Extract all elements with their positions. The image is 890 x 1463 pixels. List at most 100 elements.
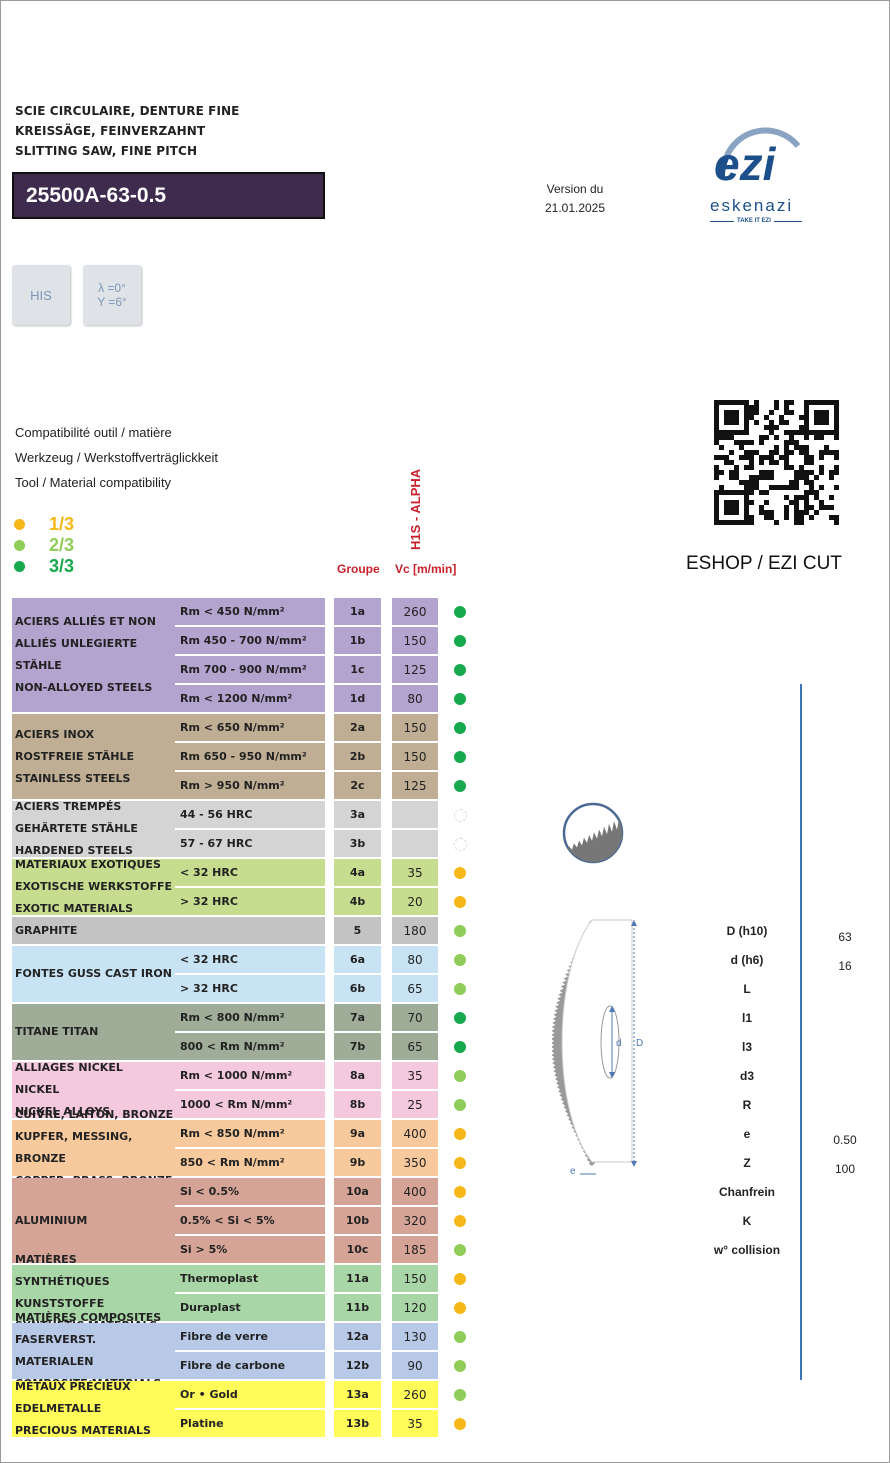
material-group-label-line: HARDENED STEELS <box>15 844 133 857</box>
material-group-label-line: MÉTAUX PRÉCIEUX <box>15 1380 131 1393</box>
group-code: 7a <box>334 1004 381 1033</box>
compatibility-dot <box>454 1302 466 1314</box>
material-group-label-line: ACIERS TREMPÉS <box>15 800 122 813</box>
compatibility-dot <box>454 1360 466 1372</box>
company-logo: ezi eskenazi TAKE IT EZI <box>700 108 812 234</box>
cutting-speed: 320 <box>392 1207 438 1236</box>
material-group-label: ACIERS INOX ROSTFREIE STÄHLE STAINLESS STE… <box>12 714 175 801</box>
group-code: 1a <box>334 598 381 627</box>
compatibility-dot <box>454 1070 466 1082</box>
material-condition: Rm < 1200 N/mm² <box>175 685 325 714</box>
legend-label-2: 2/3 <box>49 535 75 555</box>
compatibility-dot <box>454 1273 466 1285</box>
eshop-label: ESHOP / EZI CUT <box>686 553 842 574</box>
material-group-label-line: ROSTFREIE STÄHLE <box>15 749 134 763</box>
compatibility-dot <box>454 1041 466 1053</box>
legend-dot-1 <box>14 519 25 530</box>
group-code: 11a <box>334 1265 381 1294</box>
title-line-de: KREISSÄGE, FEINVERZAHNT <box>15 124 206 138</box>
spec-label: d (h6) <box>730 953 764 967</box>
cutting-speed <box>392 830 438 859</box>
cutting-speed: 20 <box>392 888 438 917</box>
qr-code <box>714 400 842 537</box>
material-group-label: FONTES GUSS CAST IRON <box>12 946 175 1004</box>
material-condition: Rm > 950 N/mm² <box>175 772 325 801</box>
compatibility-dot <box>454 780 466 792</box>
compatibility-dot <box>454 838 467 851</box>
material-group-label-line: EDELMETALLE <box>15 1402 102 1415</box>
qr-code-image <box>714 400 839 525</box>
tooth-detail-image <box>562 800 626 871</box>
group-code: 2a <box>334 714 381 743</box>
material-condition: Rm 450 - 700 N/mm² <box>175 627 325 656</box>
material-group-label-line: FASERVERST. MATERIALEN <box>15 1333 97 1368</box>
material-group-label-line: ACIERS INOX <box>15 727 95 741</box>
angle-chip-lambda: λ =0° <box>98 281 126 295</box>
cutting-speed: 150 <box>392 714 438 743</box>
group-code: 2b <box>334 743 381 772</box>
material-group-label-line: EXOTIC MATERIALS <box>15 902 134 915</box>
compatibility-dot <box>454 1186 466 1198</box>
material-condition: Rm 650 - 950 N/mm² <box>175 743 325 772</box>
angle-chip: λ =0° Y =6° <box>83 265 141 325</box>
cutting-speed: 260 <box>392 598 438 627</box>
material-condition: Rm < 1000 N/mm² <box>175 1062 325 1091</box>
group-code: 10a <box>334 1178 381 1207</box>
material-group-label: MATIÈRES COMPOSITES FASERVERST. MATERIALE… <box>12 1311 175 1390</box>
group-code: 3b <box>334 830 381 859</box>
svg-text:d: d <box>616 1038 622 1049</box>
group-code: 11b <box>334 1294 381 1323</box>
compatibility-dot <box>454 664 466 676</box>
group-code: 3a <box>334 801 381 830</box>
material-condition: Or • Gold <box>175 1381 325 1410</box>
material-group-label-line: KUNSTSTOFFE <box>15 1297 105 1310</box>
group-code: 6b <box>334 975 381 1004</box>
group-code: 2c <box>334 772 381 801</box>
material-group-label-line: NON-ALLOYED STEELS <box>15 681 153 694</box>
material-condition: Fibre de carbone <box>175 1352 325 1381</box>
spec-label: w° collision <box>713 1243 781 1257</box>
material-group-label: ALUMINIUM <box>12 1178 175 1265</box>
compatibility-dot <box>454 809 467 822</box>
material-condition: 800 < Rm N/mm² <box>175 1033 325 1062</box>
compatibility-dot <box>454 1418 466 1430</box>
svg-text:e: e <box>570 1166 576 1177</box>
material-condition: Rm < 850 N/mm² <box>175 1120 325 1149</box>
cutting-speed: 35 <box>392 1410 438 1439</box>
material-group-label-line: NICKEL ALLOYS <box>15 1105 111 1118</box>
group-code: 4a <box>334 859 381 888</box>
compatibility-dot <box>454 1128 466 1140</box>
compatibility-dot <box>454 606 466 618</box>
svg-text:D: D <box>636 1038 643 1049</box>
group-code: 6a <box>334 946 381 975</box>
material-condition: > 32 HRC <box>175 975 325 1004</box>
compatibility-dot <box>454 751 466 763</box>
logo-company: eskenazi <box>710 196 794 215</box>
material-group-label-line: MATIÈRES COMPOSITES <box>15 1311 162 1324</box>
legend-label-1: 1/3 <box>49 514 75 534</box>
cutting-speed: 125 <box>392 656 438 685</box>
cutting-speed: 400 <box>392 1178 438 1207</box>
material-group-label-line: STAINLESS STEELS <box>15 771 131 785</box>
material-condition: Thermoplast <box>175 1265 325 1294</box>
cutting-speed: 35 <box>392 859 438 888</box>
group-code: 5 <box>334 917 381 946</box>
spec-label: L <box>743 982 751 996</box>
group-column-title: Groupe <box>337 562 380 576</box>
material-condition: Si > 5% <box>175 1236 325 1265</box>
cutting-speed: 260 <box>392 1381 438 1410</box>
version-label: Version du <box>546 182 604 196</box>
cutting-speed: 25 <box>392 1091 438 1120</box>
material-condition: 44 - 56 HRC <box>175 801 325 830</box>
spec-label: d3 <box>739 1069 754 1083</box>
legend-label-3: 3/3 <box>49 556 75 576</box>
compatibility-dot <box>454 1244 466 1256</box>
legend-dot-3 <box>14 561 25 572</box>
group-code: 1c <box>334 656 381 685</box>
compatibility-dot <box>454 1012 466 1024</box>
angle-chip-gamma: Y =6° <box>97 295 127 309</box>
